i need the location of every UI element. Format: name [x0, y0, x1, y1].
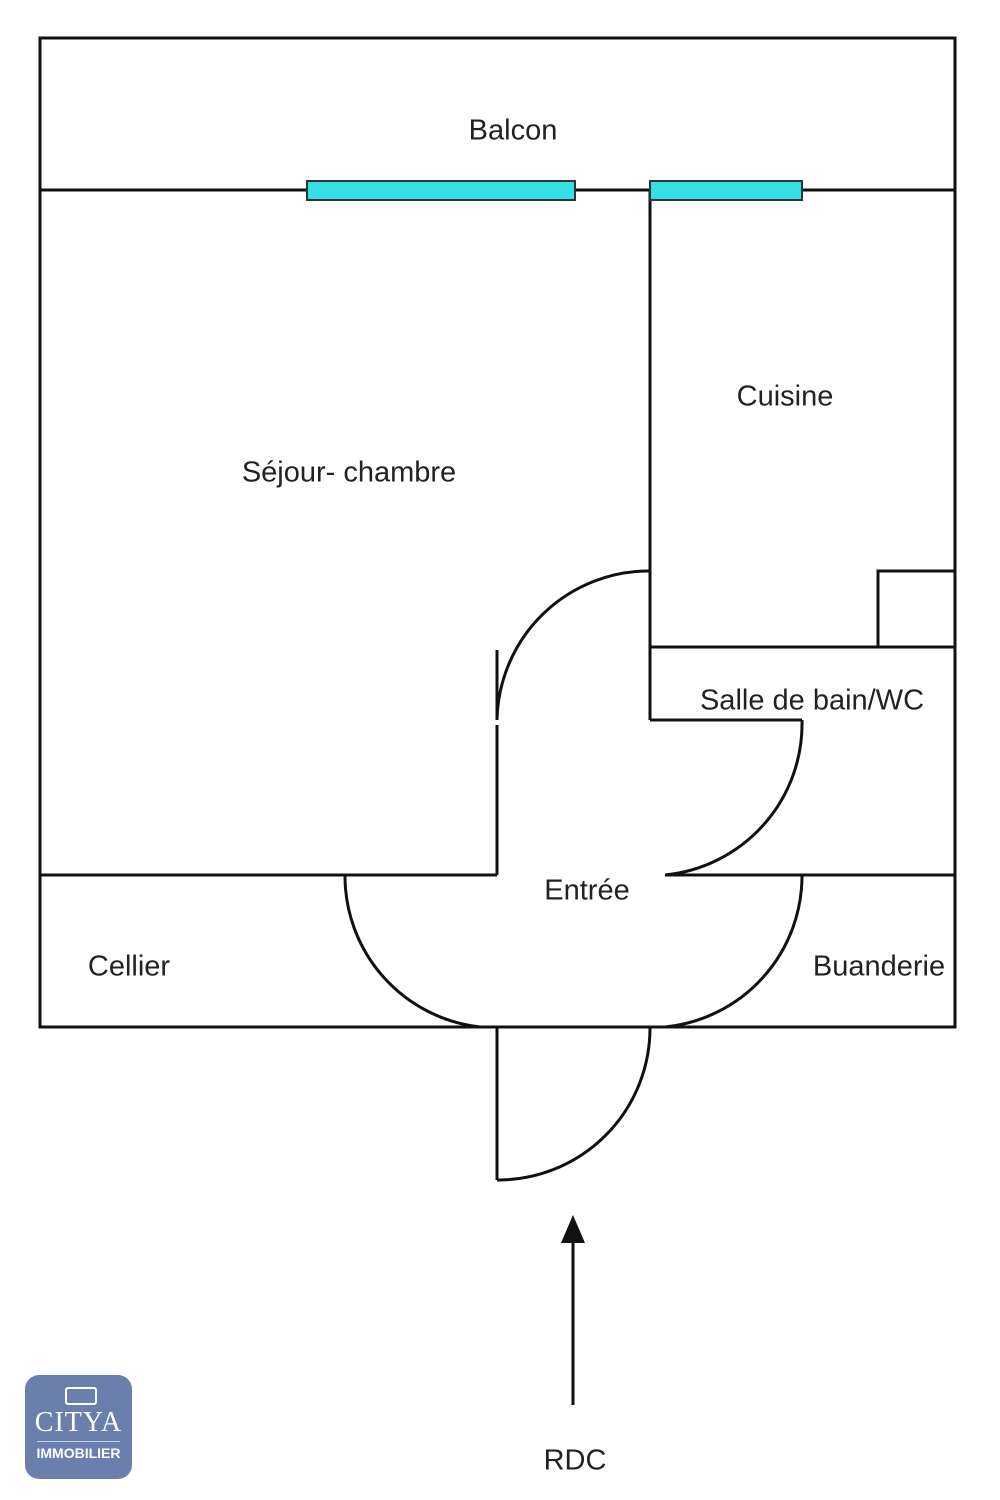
entrance-arrow-head — [561, 1215, 585, 1243]
window-left — [306, 180, 576, 201]
entrance-door-arc — [496, 1026, 652, 1182]
room-label-salle-de-bain: Salle de bain/WC — [699, 684, 925, 717]
sejour-door-arc — [495, 569, 651, 721]
citya-logo: CITYA IMMOBILIER — [25, 1375, 132, 1479]
level-label: RDC — [543, 1444, 607, 1477]
bathroom-door-arc — [664, 719, 804, 877]
room-label-cuisine: Cuisine — [736, 380, 834, 413]
kitchen-fixture — [876, 569, 957, 649]
room-label-balcon: Balcon — [468, 114, 558, 147]
window-right — [649, 180, 803, 201]
logo-sub: IMMOBILIER — [36, 1445, 121, 1461]
buanderie-door-arc — [664, 874, 804, 1029]
cellier-door-arc — [343, 874, 481, 1029]
room-label-cellier: Cellier — [87, 950, 171, 983]
logo-divider — [37, 1441, 120, 1442]
room-label-sejour: Séjour- chambre — [241, 456, 457, 489]
logo-brand: CITYA — [34, 1407, 123, 1438]
crest-icon — [65, 1387, 97, 1405]
room-label-buanderie: Buanderie — [812, 950, 946, 983]
room-label-entree: Entrée — [544, 874, 630, 907]
